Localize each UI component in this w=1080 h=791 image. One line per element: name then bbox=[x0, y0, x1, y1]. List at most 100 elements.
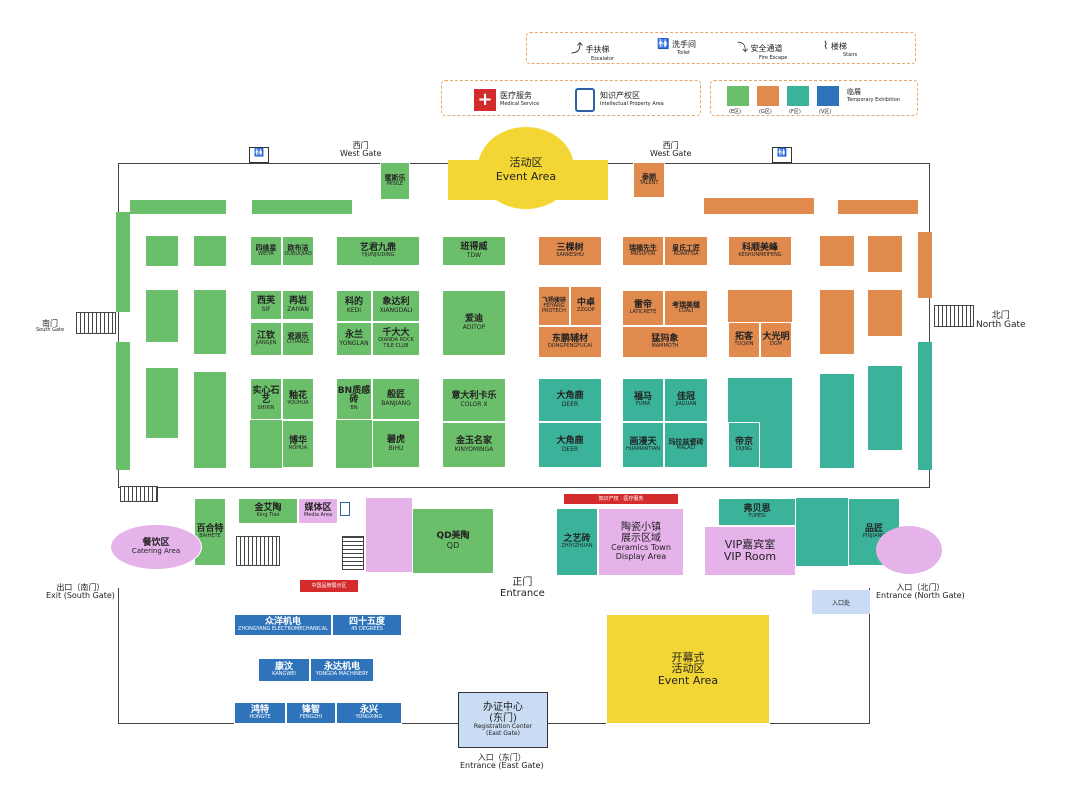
media-area[interactable]: 媒体区 Media Area bbox=[298, 498, 338, 524]
booth-e-cluster-2[interactable] bbox=[194, 236, 226, 266]
vip-room[interactable]: VIP嘉宾室 VIP Room bbox=[704, 526, 796, 576]
booth-yijuding[interactable]: 艺君九鼎 YIJUNJIUDING bbox=[336, 236, 420, 266]
booth-qd[interactable]: QD美陶 QD bbox=[412, 508, 494, 574]
booth-citianle[interactable]: 瓷源乐 CITIANLE bbox=[282, 322, 314, 356]
booth-zhongyang[interactable]: 众洋机电 ZHONGYANG ELECTROMECHANICAL bbox=[234, 614, 332, 636]
booth-rohua[interactable]: 博华 ROHUA bbox=[282, 420, 314, 468]
booth-aditop[interactable]: 爱迪 ADITOP bbox=[442, 290, 506, 356]
booth-kangwei[interactable]: 康汶 KANGWEI bbox=[258, 658, 310, 682]
booth-f-cell[interactable] bbox=[728, 378, 760, 422]
booth-bn[interactable]: BN质感砖 BN bbox=[336, 378, 372, 420]
booth-g-cell[interactable] bbox=[820, 236, 854, 266]
booth-row-top-mid[interactable] bbox=[252, 200, 352, 214]
booth-e-cluster-1[interactable] bbox=[146, 236, 178, 266]
event-area-bottom[interactable]: 开幕式 活动区 Event Area bbox=[606, 614, 770, 724]
booth-e-cluster-4[interactable] bbox=[194, 290, 226, 354]
booth-f-cell[interactable] bbox=[760, 378, 792, 422]
booth-e-cell[interactable] bbox=[336, 420, 372, 468]
booth-kedi[interactable]: 科的 KEDI bbox=[336, 290, 372, 322]
booth-kinyominga[interactable]: 金玉名家 KINYOMINGA bbox=[442, 422, 506, 468]
registration-center[interactable]: 办证中心 (东门) Registration Center (East Gate… bbox=[458, 692, 548, 748]
booth-f-cell[interactable] bbox=[760, 422, 792, 468]
stairs-icon: ⌇ bbox=[823, 39, 829, 52]
zone-swatch-e bbox=[727, 86, 749, 106]
booth-oubuqiao[interactable]: 欧布洁 OUBUQIAO bbox=[282, 236, 314, 266]
booth-f-cell[interactable] bbox=[918, 342, 932, 470]
legend-fire-escape: ⤵ 安全通道 Fire Escape bbox=[737, 41, 788, 61]
booth-sif[interactable]: 西芙 SIF bbox=[250, 290, 282, 320]
booth-tdw[interactable]: 班得威 TDW bbox=[442, 236, 506, 266]
west-gate-1: 西门 West Gate bbox=[340, 141, 382, 159]
booth-laticrete[interactable]: 雷帝 LATICRETE bbox=[622, 290, 664, 326]
booth-keshunmeifeng[interactable]: 科顺美峰 KESHUNMEIFENG bbox=[728, 236, 792, 266]
booth-yongda[interactable]: 永达机电 YONGDA MACHINERY bbox=[310, 658, 374, 682]
booth-jiangjin[interactable]: 江钦 JIANGJIN bbox=[250, 322, 282, 356]
booth-tuoxin[interactable]: 拓客 TUOXIN bbox=[728, 322, 760, 358]
ceramics-town[interactable]: 陶瓷小镇 展示区域 Ceramics Town Display Area bbox=[598, 508, 684, 576]
booth-row-top-right[interactable] bbox=[704, 198, 814, 214]
booth-youhua[interactable]: 釉花 YOUHUA bbox=[282, 378, 314, 420]
west-gate-2: 西门 West Gate bbox=[650, 141, 692, 159]
booth-xiangdali[interactable]: 象达利 XIANGDALI bbox=[372, 290, 420, 322]
booth-row-top-left[interactable] bbox=[130, 200, 226, 214]
booth-banjiang[interactable]: 般匠 BANJIANG bbox=[372, 378, 420, 420]
booth-fupesi[interactable]: 弗贝思 FUPESI bbox=[718, 498, 796, 526]
legend-toilet: 🚻 洗手间 Toilet bbox=[657, 39, 696, 56]
booth-g-cell[interactable] bbox=[760, 290, 792, 322]
booth-feiyang[interactable]: 飞扬骏研 FEIYANG PROTECH bbox=[538, 286, 570, 326]
booth-bihu[interactable]: 碧虎 BIHU bbox=[372, 420, 420, 468]
booth-sankeshu[interactable]: 三棵树 SANKESHU bbox=[538, 236, 602, 266]
booth-e-cluster-6[interactable] bbox=[194, 372, 226, 468]
booth-huamantian[interactable]: 画漫天 HUAMANTIAN bbox=[622, 422, 664, 468]
catering-area[interactable]: 餐饮区 Catering Area bbox=[110, 524, 202, 570]
booth-deer-1[interactable]: 大角鹿 DEER bbox=[538, 378, 602, 422]
booth-deer-2[interactable]: 大角鹿 DEER bbox=[538, 422, 602, 468]
booth-45-degrees[interactable]: 四十五度 45 DEGREES bbox=[332, 614, 402, 636]
booth-fengzhi[interactable]: 锋智 FENGZHI bbox=[286, 702, 336, 724]
booth-jiaguan[interactable]: 佳冠 JIAGUAN bbox=[664, 378, 708, 422]
booth-f-cell[interactable] bbox=[820, 374, 854, 468]
booth-weiya[interactable]: 四维星 WEIYA bbox=[250, 236, 282, 266]
booth-zzgop[interactable]: 中卓 ZZGOP bbox=[570, 286, 602, 326]
booth-malaci[interactable]: 玛拉兹瓷砖 MALACI bbox=[664, 422, 708, 468]
booth-f-cell[interactable] bbox=[868, 366, 902, 450]
booth-column-left[interactable] bbox=[116, 212, 130, 312]
booth-column-left-2[interactable] bbox=[116, 342, 130, 470]
toilet-icon: 🚻 bbox=[772, 147, 792, 163]
lower-pink-block bbox=[366, 498, 412, 572]
booth-mrsufor[interactable]: 瑞福先生 MRSUFOR bbox=[622, 236, 664, 266]
stairs-icon bbox=[76, 312, 116, 334]
booth-e-cell[interactable] bbox=[250, 420, 282, 468]
booth-e-cluster-3[interactable] bbox=[146, 290, 178, 342]
booth-shixin[interactable]: 实心石艺 SHIXIN bbox=[250, 378, 282, 420]
booth-hongte[interactable]: 鸿特 HONGTE bbox=[234, 702, 286, 724]
booth-qianda-rock[interactable]: 千大大 QIANDA ROCK TILE CLUB bbox=[372, 322, 420, 356]
booth-dijing[interactable]: 帝京 DIJING bbox=[728, 422, 760, 468]
booth-zhiyizhuan[interactable]: 之艺砖 ZHIYIZHUAN bbox=[556, 508, 598, 576]
booth-g-cell[interactable] bbox=[728, 290, 760, 322]
booth-king-tiao[interactable]: 金艾陶 King Tiao bbox=[238, 498, 298, 524]
booth-talent[interactable]: 泰朗 TALENT bbox=[633, 162, 665, 198]
booth-mammoth[interactable]: 猛犸象 MAMMOTH bbox=[622, 326, 708, 358]
booth-baihete[interactable]: 百合特 BAIHETE bbox=[194, 498, 226, 566]
booth-fuma[interactable]: 福马 FUMA bbox=[622, 378, 664, 422]
booth-dongpeng[interactable]: 东鹏辅材 DONGPENGFUCAI bbox=[538, 326, 602, 358]
north-entrance-box: 入口处 bbox=[812, 590, 870, 614]
fire-escape-icon: ⤵ bbox=[737, 41, 748, 54]
booth-cuali[interactable]: 考瑞美缝 CUALI bbox=[664, 290, 708, 326]
booth-g-cell[interactable] bbox=[868, 290, 902, 336]
booth-zaiyan[interactable]: 再岩 ZAIYAN bbox=[282, 290, 314, 320]
booth-g-cell[interactable] bbox=[918, 232, 932, 298]
booth-g-cell[interactable] bbox=[820, 290, 854, 354]
booth-yongxing[interactable]: 永兴 YONGXING bbox=[336, 702, 402, 724]
booth-roartisa[interactable]: 皇氏工匠 ROARTISA bbox=[664, 236, 708, 266]
booth-e-cluster-5[interactable] bbox=[146, 368, 178, 438]
booth-yonglan[interactable]: 永兰 YONGLAN bbox=[336, 322, 372, 356]
booth-misile[interactable]: 蜜斯乐 MISILE bbox=[380, 162, 410, 200]
zone-swatch-v bbox=[817, 86, 839, 106]
booth-g-cell[interactable] bbox=[868, 236, 902, 272]
booth-f-cell[interactable] bbox=[796, 498, 848, 566]
booth-row-top-far-right[interactable] bbox=[838, 200, 918, 214]
booth-dgm[interactable]: 大光明 DGM bbox=[760, 322, 792, 358]
booth-color-x[interactable]: 意大利卡乐 COLOR X bbox=[442, 378, 506, 422]
